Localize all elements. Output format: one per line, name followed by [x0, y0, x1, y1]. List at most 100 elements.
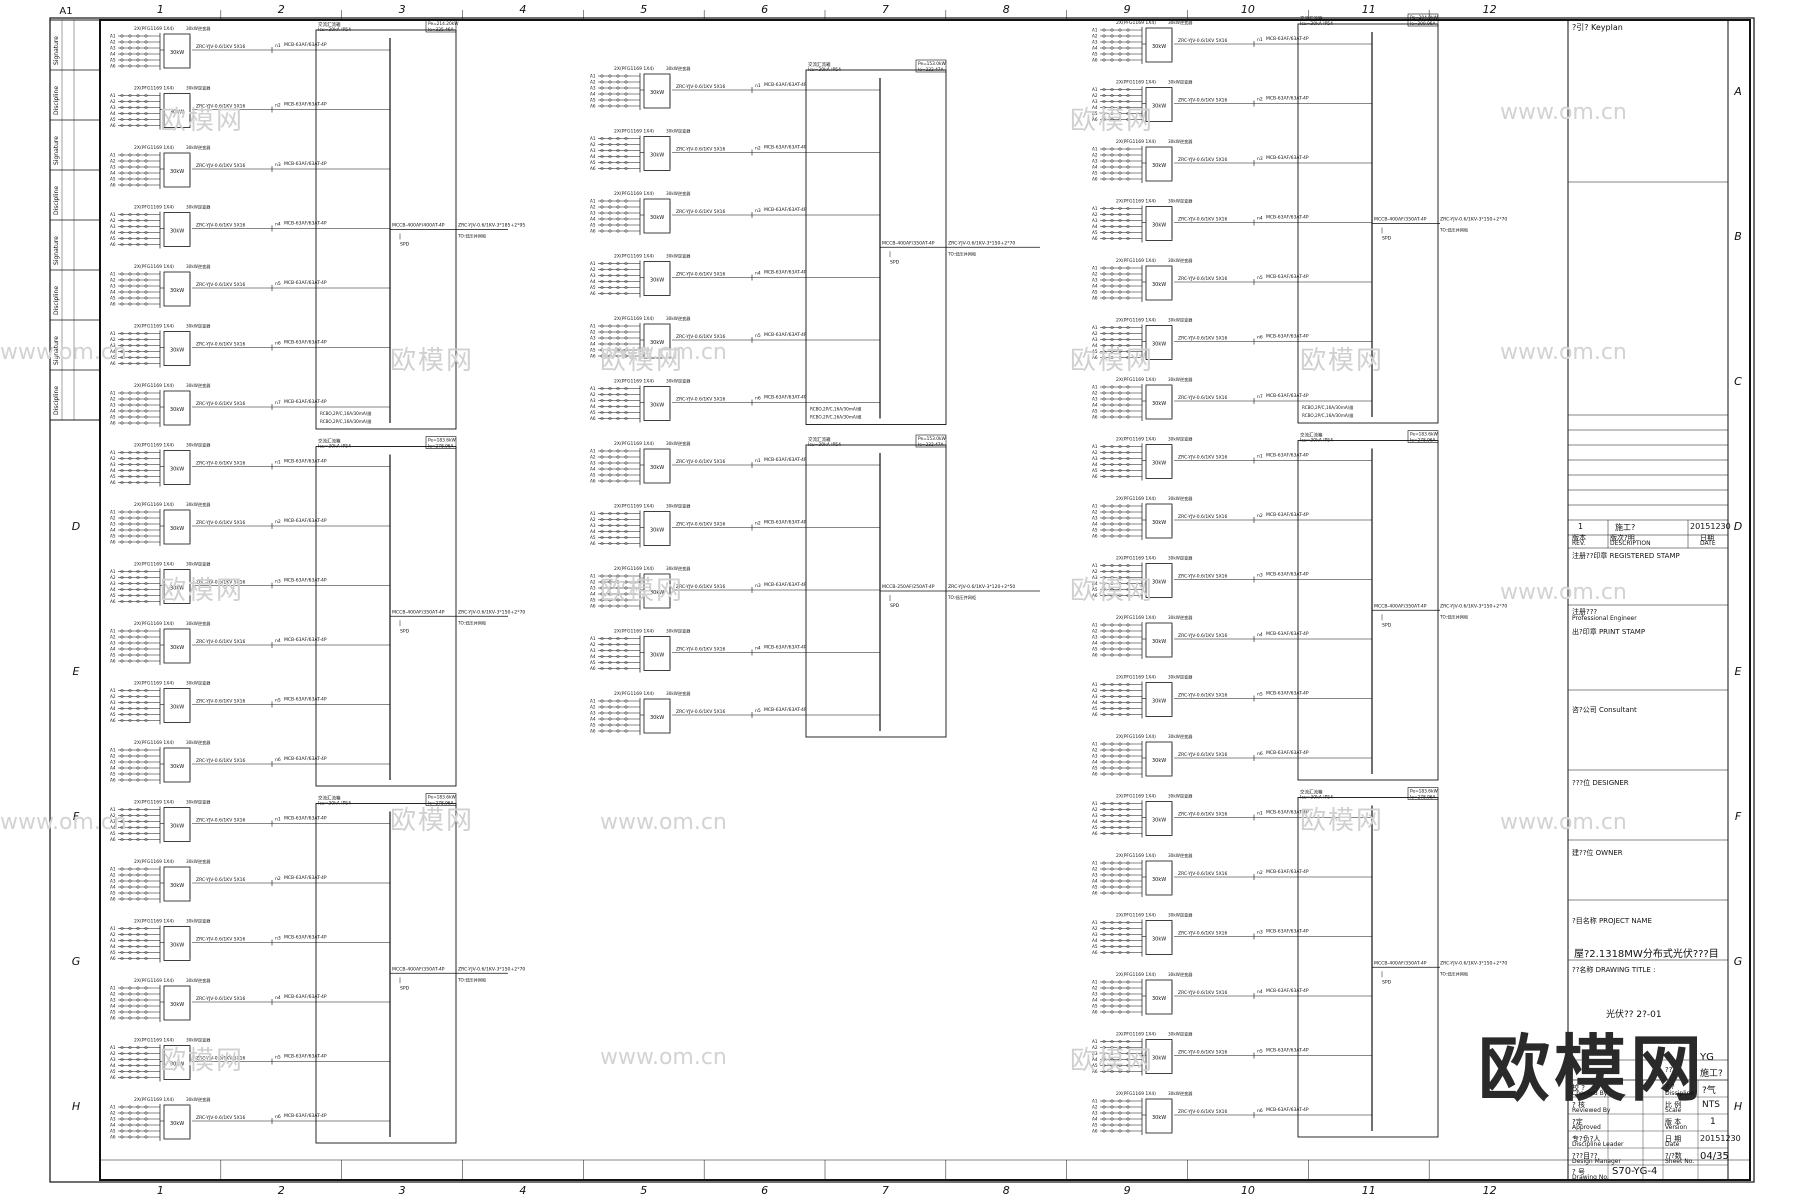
fuse-symbol [144, 123, 148, 127]
string-input-label: A3 [1092, 873, 1098, 878]
fuse-symbol [608, 455, 612, 459]
fuse-symbol [1110, 748, 1114, 752]
fuse-symbol [1126, 754, 1130, 758]
fuse-symbol [128, 701, 132, 705]
fuse-symbol [128, 177, 132, 181]
fuse-symbol [1102, 986, 1106, 990]
string-input-label: A5 [590, 348, 596, 353]
column-label-top: 3 [399, 3, 406, 16]
fuse-symbol [120, 897, 124, 901]
fuse-symbol [600, 223, 604, 227]
inverter-rating: 30kW [170, 1121, 184, 1127]
fuse-symbol [1126, 879, 1130, 883]
string-input-label: A3 [110, 879, 116, 884]
fuse-symbol [128, 629, 132, 633]
string-input-label: A4 [1092, 700, 1098, 705]
fuse-symbol [624, 530, 628, 534]
fuse-symbol [120, 820, 124, 824]
row-label-left: H [72, 1100, 80, 1113]
string-input-label: A6 [1092, 1010, 1098, 1015]
fuse-symbol [616, 467, 620, 471]
fuse-symbol [144, 457, 148, 461]
fuse-symbol [1110, 689, 1114, 693]
combiner-title: 2X(PFG1169 1X4) [1116, 615, 1156, 621]
fuse-symbol [144, 99, 148, 103]
fuse-symbol [120, 457, 124, 461]
branch-number: n3 [275, 162, 281, 168]
mcb-label: MCB-63AF/63AT-4P [284, 161, 327, 167]
fuse-symbol [616, 330, 620, 334]
fuse-symbol [128, 1010, 132, 1014]
fuse-symbol [1102, 802, 1106, 806]
fuse-symbol [1118, 594, 1122, 598]
inverter-rating: 30kW [1152, 223, 1166, 229]
fuse-symbol [144, 838, 148, 842]
fuse-symbol [136, 760, 140, 764]
fuse-symbol [1110, 683, 1114, 687]
fuse-symbol [136, 1075, 140, 1079]
fuse-symbol [144, 284, 148, 288]
fuse-symbol [120, 1069, 124, 1073]
string-input-label: A2 [590, 705, 596, 710]
fuse-symbol [1102, 153, 1106, 157]
fuse-symbol [136, 873, 140, 877]
string-input-label: A2 [110, 575, 116, 580]
combiner-title: 2X(PFG1169 1X4) [614, 504, 654, 510]
spd-label: SPD [400, 628, 410, 634]
string-input-label: A1 [1092, 1099, 1098, 1104]
fuse-symbol [128, 594, 132, 598]
fuse-symbol [1102, 980, 1106, 984]
fuse-symbol [128, 332, 132, 336]
fuse-symbol [120, 1129, 124, 1133]
fuse-symbol [1118, 409, 1122, 413]
string-input-label: A6 [110, 361, 116, 366]
fuse-symbol [128, 236, 132, 240]
string-input-label: A2 [110, 397, 116, 402]
string-input-label: A6 [1092, 236, 1098, 241]
fuse-symbol [608, 449, 612, 453]
combiner-title: 2X(PFG1169 1X4) [134, 383, 174, 389]
fuse-symbol [1110, 534, 1114, 538]
fuse-symbol [1110, 754, 1114, 758]
string-input-label: A3 [110, 522, 116, 527]
string-input-label: A4 [1092, 46, 1098, 51]
fuse-symbol [1126, 391, 1130, 395]
fuse-symbol [1102, 689, 1106, 693]
fuse-symbol [144, 897, 148, 901]
combiner-title: 2X(PFG1169 1X4) [614, 379, 654, 385]
fuse-symbol [128, 272, 132, 276]
branch-number: n7 [1257, 394, 1263, 400]
fuse-symbol [616, 142, 620, 146]
fuse-symbol [144, 933, 148, 937]
branch-number: n6 [755, 396, 761, 402]
branch-number: n6 [1257, 335, 1263, 341]
string-input-label: A2 [110, 337, 116, 342]
fuse-symbol [608, 598, 612, 602]
mcb-label: MCB-63AF/63AT-4P [1266, 1107, 1309, 1113]
box-rating: Icu=30kA IP54 [318, 801, 351, 807]
fuse-symbol [120, 272, 124, 276]
branch-cable-label: ZRC-YJV-0.6/1KV 5X16 [1178, 455, 1228, 461]
string-input-label: A2 [1092, 748, 1098, 753]
fuse-symbol [136, 415, 140, 419]
fuse-symbol [128, 105, 132, 109]
fuse-symbol [1118, 52, 1122, 56]
fuse-symbol [120, 1135, 124, 1139]
fuse-symbol [600, 280, 604, 284]
fuse-symbol [1110, 1039, 1114, 1043]
combiner-title: 2X(PFG1169 1X4) [614, 254, 654, 260]
string-input-label: A6 [110, 599, 116, 604]
fuse-symbol [1102, 230, 1106, 234]
string-input-label: A1 [110, 629, 116, 634]
brand-logo: 欧模网 [1478, 1027, 1707, 1111]
fuse-symbol [1118, 582, 1122, 586]
fuse-symbol [128, 570, 132, 574]
string-input-label: A1 [110, 34, 116, 39]
string-input-label: A4 [590, 92, 596, 97]
fuse-symbol [128, 945, 132, 949]
